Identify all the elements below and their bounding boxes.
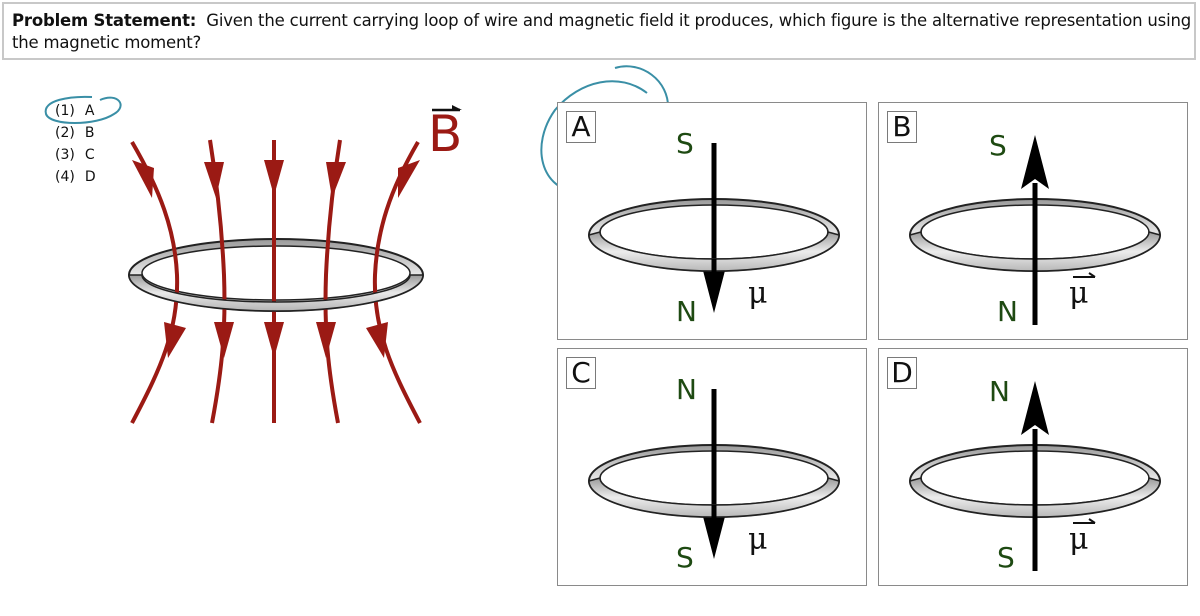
problem-statement-text: Given the current carrying loop of wire …: [12, 11, 1191, 52]
field-arrowhead: [214, 322, 234, 358]
moment-figure: [909, 381, 1161, 571]
option-letter: D: [84, 169, 96, 185]
option-2[interactable]: (2) B: [55, 122, 96, 144]
field-line: [372, 140, 422, 424]
option-number: (4): [55, 169, 75, 185]
field-arrowhead: [264, 322, 284, 358]
panel-label: C: [566, 357, 596, 389]
b-field-label: B: [428, 105, 463, 163]
field-arrowhead: [164, 322, 186, 358]
bottom-pole-label: S: [676, 541, 694, 574]
panel-label: D: [887, 357, 917, 389]
field-arrowheads: [132, 160, 420, 358]
option-3[interactable]: (3) C: [55, 144, 96, 166]
wire-loop-front: [909, 477, 1161, 518]
wire-loop-front: [909, 231, 1161, 272]
magnetic-moment-label: μ: [1069, 522, 1089, 557]
field-arrowhead: [204, 162, 224, 198]
arrow-down-icon: [700, 259, 728, 313]
field-arrowhead: [398, 160, 420, 198]
panel-label: B: [887, 111, 917, 143]
field-arrowhead: [316, 322, 336, 358]
b-vector-arrow-icon: [432, 105, 462, 112]
bottom-pole-label: S: [997, 541, 1015, 574]
option-letter: A: [84, 103, 95, 119]
field-arrowhead: [132, 160, 154, 198]
answer-options: (1) A (2) B (3) C (4) D: [55, 100, 96, 188]
problem-statement-label: Problem Statement:: [12, 11, 197, 30]
magnetic-moment-label: μ: [748, 276, 768, 311]
top-pole-label: N: [676, 373, 697, 406]
option-number: (3): [55, 147, 75, 163]
problem-statement: Problem Statement: Given the current car…: [12, 10, 1192, 54]
problem-statement-box: Problem Statement: Given the current car…: [2, 2, 1196, 60]
option-letter: B: [84, 125, 95, 141]
wire-loop-front: [588, 231, 840, 272]
mu-vector-arrow-icon: [1073, 272, 1096, 278]
mu-vector-arrow-icon: [1073, 518, 1096, 524]
arrow-up-icon: [1021, 381, 1049, 435]
arrow-up-icon: [1021, 135, 1049, 189]
option-4[interactable]: (4) D: [55, 166, 96, 188]
field-arrowhead: [264, 160, 284, 196]
option-number: (1): [55, 103, 75, 119]
top-pole-label: N: [989, 375, 1010, 408]
magnetic-moment-label: μ: [748, 522, 768, 557]
moment-figure: [588, 389, 840, 559]
wire-loop-front: [128, 274, 424, 312]
moment-figure: [588, 143, 840, 313]
top-pole-label: S: [989, 129, 1007, 162]
option-1[interactable]: (1) A: [55, 100, 96, 122]
magnetic-moment-label: μ: [1069, 276, 1089, 311]
answer-annotation-circle: [44, 95, 122, 124]
field-arrowhead: [366, 322, 388, 358]
bottom-pole-label: N: [997, 295, 1018, 328]
option-letter: C: [84, 147, 95, 163]
top-pole-label: S: [676, 127, 694, 160]
bottom-pole-label: N: [676, 295, 697, 328]
field-line: [130, 140, 180, 424]
field-arrowhead: [326, 162, 346, 198]
panel-label: A: [566, 111, 596, 143]
wire-loop-front: [588, 477, 840, 518]
moment-figure: [909, 135, 1161, 325]
option-number: (2): [55, 125, 75, 141]
arrow-down-icon: [700, 505, 728, 559]
